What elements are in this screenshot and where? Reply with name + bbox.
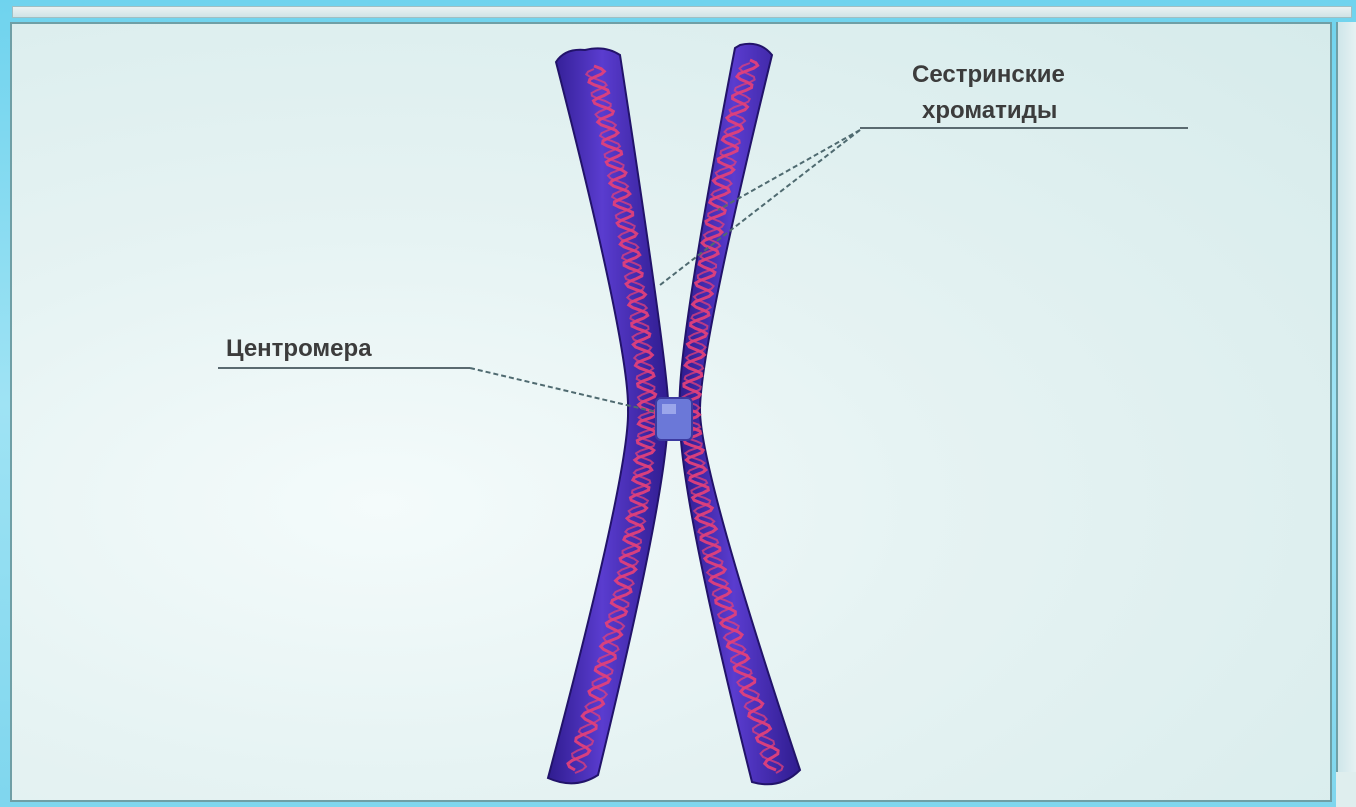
sister-chromatids-label-line1: Сестринские (912, 61, 1065, 88)
sister-chromatids-label-line2: хроматиды (922, 97, 1057, 124)
centromere-highlight (662, 404, 676, 414)
sister-chromatids-pointer-left (660, 130, 860, 285)
centromere-label: Центромера (226, 335, 372, 362)
